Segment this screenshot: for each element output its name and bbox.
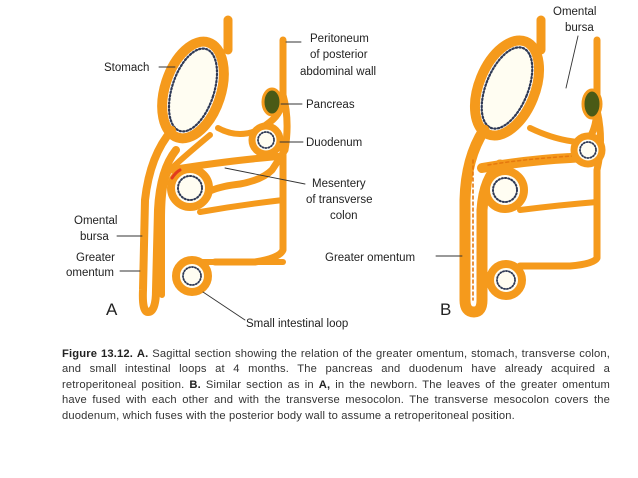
panel-label-b: B xyxy=(440,300,451,319)
mesocolon-lower-a xyxy=(197,197,286,215)
caption-b-ref: A, xyxy=(318,378,331,391)
figure-caption: Figure 13.12. A. Sagittal section showin… xyxy=(62,347,610,424)
stomach-lumen-a xyxy=(167,47,219,133)
label-mesentery-1: Mesentery xyxy=(312,178,366,190)
label-duodenum: Duodenum xyxy=(306,137,362,149)
label-pancreas: Pancreas xyxy=(306,99,355,111)
pancreas-a xyxy=(261,87,283,117)
transverse-colon-a xyxy=(167,165,213,211)
panel-label-a: A xyxy=(106,300,118,319)
label-greater-omentum-a-2: omentum xyxy=(66,267,114,279)
stomach-b xyxy=(469,35,545,141)
transverse-colon-lumen-a xyxy=(177,175,203,201)
lesser-omentum-b xyxy=(527,125,581,145)
caption-figure-label: Figure 13.12. xyxy=(62,348,133,360)
caption-b-text: Similar section as in xyxy=(205,378,314,391)
stomach-lumen-b xyxy=(480,46,534,130)
transverse-mesocolon-b xyxy=(477,151,602,173)
duodenum-b xyxy=(570,132,606,168)
transverse-colon-lumen-b xyxy=(492,177,518,203)
label-greater-omentum-b: Greater omentum xyxy=(325,252,415,264)
label-mesentery-2: of transverse xyxy=(306,194,372,206)
caption-b-text2: in the newborn. The leaves of the greate… xyxy=(62,378,610,422)
caption-a-text: Sagittal section showing the relation of… xyxy=(62,348,610,391)
duodenum-lumen-b xyxy=(579,141,597,159)
greater-omentum-outer-a xyxy=(138,126,180,316)
label-omental-bursa-a-2: bursa xyxy=(80,231,109,243)
panel-a-diagram xyxy=(116,15,306,321)
small-intestinal-loop-a xyxy=(172,256,212,296)
label-peritoneum-3: abdominal wall xyxy=(300,66,376,78)
small-intestinal-loop-b xyxy=(486,260,526,300)
posterior-wall-lower-a xyxy=(196,91,291,204)
pancreas-b xyxy=(581,88,603,120)
label-greater-omentum-a-1: Greater xyxy=(76,252,115,264)
label-peritoneum-1: Peritoneum xyxy=(310,33,369,45)
caption-b-label: B. xyxy=(189,378,201,391)
small-intestinal-loop-lumen-a xyxy=(182,266,202,286)
colon-accent-a xyxy=(170,168,182,180)
label-small-intestinal-loop: Small intestinal loop xyxy=(246,318,348,330)
label-omental-bursa-b-2: bursa xyxy=(565,22,594,34)
transverse-colon-b xyxy=(482,167,528,213)
panel-b-diagram xyxy=(435,15,606,318)
label-omental-bursa-a-1: Omental xyxy=(74,215,117,227)
label-peritoneum-2: of posterior xyxy=(310,49,368,61)
small-intestinal-loop-lumen-b xyxy=(496,270,516,290)
posterior-wall-lower-b xyxy=(516,106,604,270)
label-stomach: Stomach xyxy=(104,62,149,74)
leader-lines-a xyxy=(116,41,306,321)
mesocolon-lower-b xyxy=(517,199,600,213)
leader-lines-b xyxy=(435,35,579,257)
duodenum-a xyxy=(248,122,284,158)
stomach-a xyxy=(157,36,229,144)
caption-a-label: A. xyxy=(136,348,149,360)
duodenum-lumen-a xyxy=(257,131,275,149)
label-omental-bursa-b-1: Omental xyxy=(553,6,596,18)
label-mesentery-3: colon xyxy=(330,210,358,222)
